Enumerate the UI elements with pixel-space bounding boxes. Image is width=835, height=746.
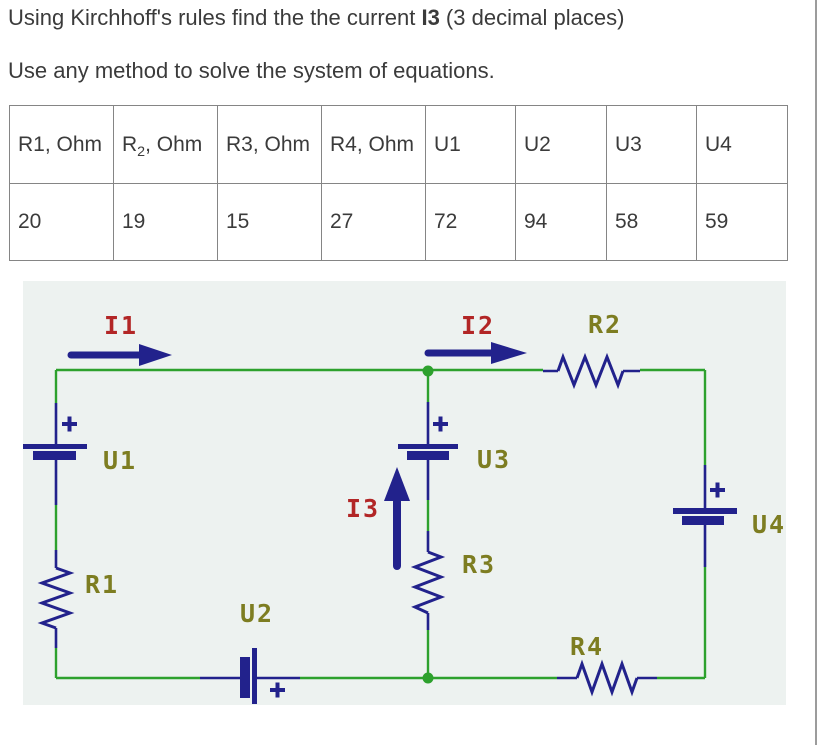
value-u2: 94 — [515, 183, 607, 261]
current-arrow-i1 — [67, 344, 172, 366]
question-title-post: (3 decimal places) — [439, 5, 625, 30]
question-title: Using Kirchhoff's rules find the the cur… — [8, 4, 803, 32]
battery-u4-symbol — [673, 482, 737, 525]
label-i2: I2 — [461, 311, 495, 340]
header-r3: R3, Ohm — [217, 105, 322, 184]
value-r4: 27 — [321, 183, 426, 261]
junction-dot-top — [422, 365, 434, 377]
resistor-r4-symbol — [575, 659, 639, 697]
value-r2: 19 — [113, 183, 218, 261]
label-r3: R3 — [462, 550, 496, 579]
table-header-row: R1, Ohm R2, Ohm R3, Ohm R4, Ohm U1 U2 U3… — [9, 105, 788, 184]
header-u1: U1 — [425, 105, 516, 184]
label-r4: R4 — [570, 632, 604, 661]
label-u4: U4 — [752, 510, 786, 539]
circuit-panel: I1 I2 I3 R2 U1 U3 U4 R1 R3 U2 R4 — [23, 281, 786, 705]
value-u4: 59 — [696, 183, 788, 261]
header-r2: R2, Ohm — [113, 105, 218, 184]
label-u2: U2 — [240, 599, 274, 628]
plus-sign-u1 — [62, 416, 77, 432]
wire-green — [54, 368, 707, 680]
plus-sign-u4 — [710, 482, 725, 498]
circuit-diagram: I1 I2 I3 R2 U1 U3 U4 R1 R3 U2 R4 — [23, 310, 786, 704]
header-u3: U3 — [606, 105, 697, 184]
label-i3: I3 — [346, 494, 380, 523]
resistor-r1-symbol — [37, 566, 75, 630]
label-i1: I1 — [104, 311, 138, 340]
header-u4: U4 — [696, 105, 788, 184]
resistor-r2-symbol — [556, 352, 625, 390]
values-table: R1, Ohm R2, Ohm R3, Ohm R4, Ohm U1 U2 U3… — [9, 105, 788, 261]
value-r3: 15 — [217, 183, 322, 261]
header-r4: R4, Ohm — [321, 105, 426, 184]
label-u3: U3 — [477, 445, 511, 474]
label-r2: R2 — [588, 310, 622, 339]
header-u2: U2 — [515, 105, 607, 184]
question-subtitle: Use any method to solve the system of eq… — [8, 58, 495, 83]
page-right-border — [815, 0, 817, 745]
label-r1: R1 — [85, 570, 119, 599]
label-u1: U1 — [103, 446, 137, 475]
question-title-current: I3 — [421, 5, 440, 30]
value-u3: 58 — [606, 183, 697, 261]
question-title-pre: Using Kirchhoff's rules find the the cur… — [8, 5, 422, 30]
battery-u1-symbol — [23, 416, 87, 460]
current-arrow-i3 — [384, 467, 410, 570]
value-u1: 72 — [425, 183, 516, 261]
battery-u2-symbol — [240, 648, 285, 704]
component-leads — [54, 369, 707, 680]
value-r1: 20 — [9, 183, 114, 261]
junction-dot-bottom — [422, 672, 434, 684]
battery-u3-symbol — [398, 416, 458, 460]
plus-sign-u3 — [433, 416, 448, 432]
plus-sign-u2 — [270, 682, 285, 698]
current-arrow-i2 — [424, 342, 527, 364]
header-r1: R1, Ohm — [9, 105, 114, 184]
resistor-r3-symbol — [410, 550, 446, 615]
table-value-row: 20 19 15 27 72 94 58 59 — [9, 183, 788, 261]
